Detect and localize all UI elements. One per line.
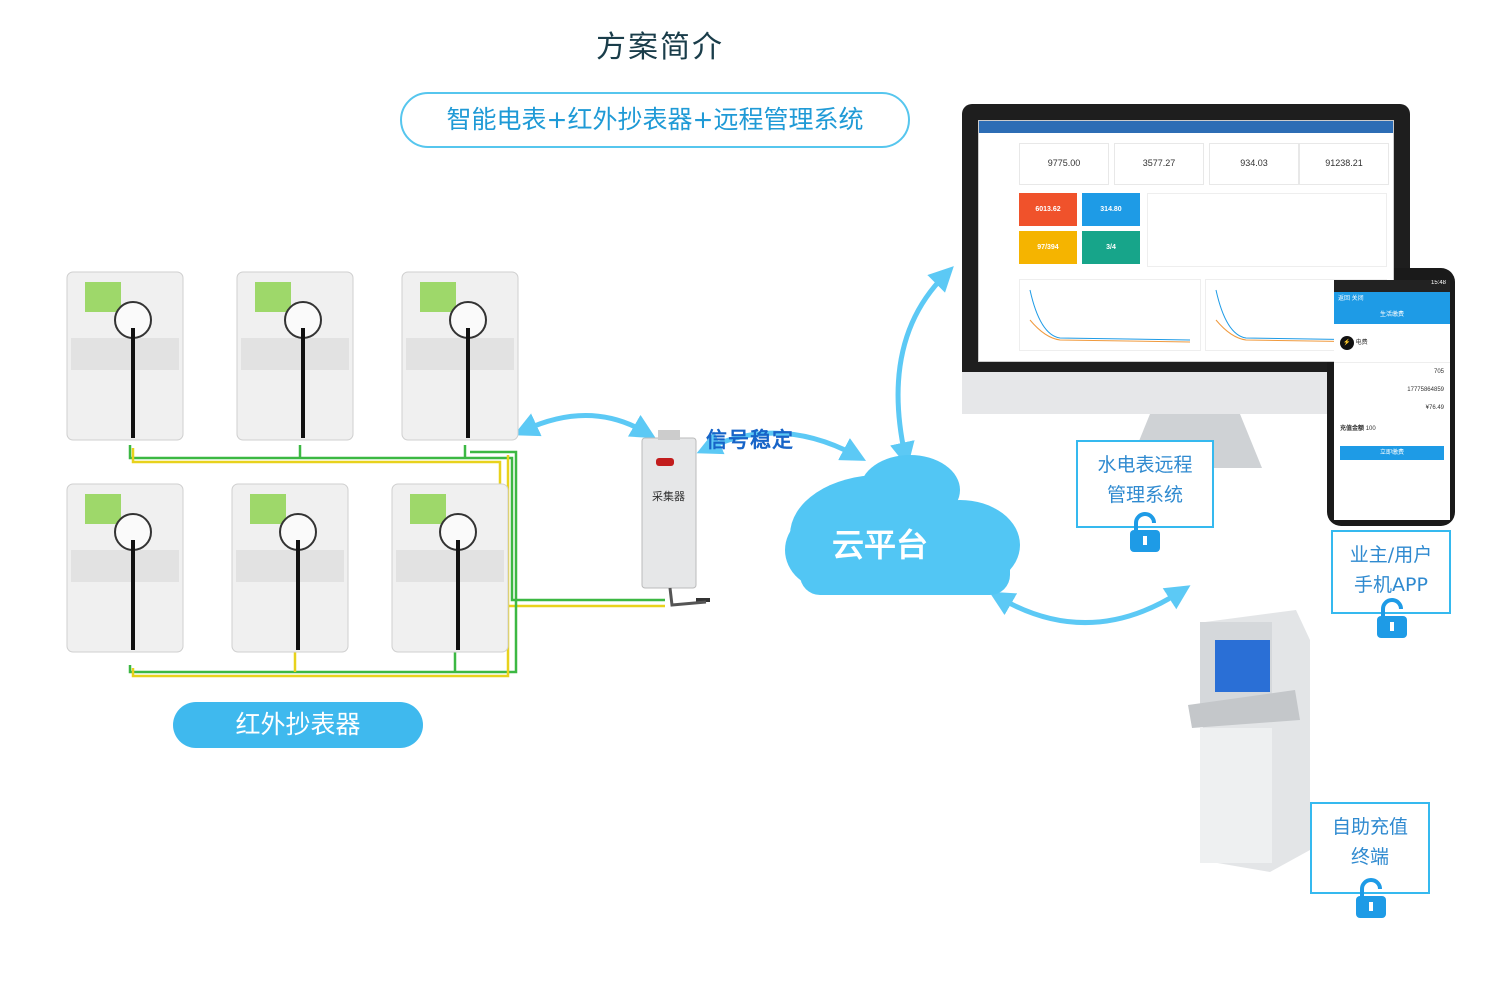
arrow-meters-collector xyxy=(513,413,656,439)
smart-meter xyxy=(235,268,355,441)
subtitle-pill: 智能电表+红外抄表器+远程管理系统 xyxy=(400,92,910,148)
phone-status: 15:48 xyxy=(1334,280,1450,292)
lightning-icon: ⚡ xyxy=(1340,336,1354,350)
phone-screen: 15:48 返回 关闭 生活缴费 ⚡ 电费 705 17775864859 ¥7… xyxy=(1334,280,1450,520)
phone-row: 705 xyxy=(1433,369,1444,375)
kiosk xyxy=(1188,610,1310,872)
dashboard-screen: 9775.00 3577.27 934.03 91238.21 6013.62 … xyxy=(978,120,1394,362)
cloud-shape xyxy=(785,455,1020,595)
phone-item-label: 电费 xyxy=(1355,340,1368,346)
phone-row: ¥76.49 xyxy=(1425,405,1444,411)
smart-meter xyxy=(390,480,510,653)
data-table xyxy=(1147,193,1387,267)
feature-line: 管理系统 xyxy=(1106,484,1183,506)
phone-number: 17775864859 xyxy=(1407,387,1444,393)
phone-amount-row: 充值金额 100 xyxy=(1334,417,1450,438)
kpi-card: 9775.00 xyxy=(1019,143,1109,185)
feature-line: 业主/用户 xyxy=(1349,544,1433,566)
smart-meter xyxy=(400,268,520,441)
line-chart-left xyxy=(1019,279,1201,351)
infrared-reader-label: 红外抄表器 xyxy=(173,702,423,748)
pay-button[interactable]: 立即缴费 xyxy=(1340,446,1444,460)
stat-tile: 3/4 xyxy=(1082,231,1140,264)
collector-device: 采集器 xyxy=(640,430,710,607)
arrow-collector-cloud xyxy=(696,430,867,461)
arrow-cloud-monitor xyxy=(890,266,954,468)
smart-meter xyxy=(65,480,185,653)
collector-label: 采集器 xyxy=(652,490,685,503)
feature-line: 终端 xyxy=(1350,846,1389,868)
stat-tile: 314.80 xyxy=(1082,193,1140,226)
smart-meter xyxy=(65,268,185,441)
amount-label: 充值金额 xyxy=(1340,426,1365,432)
feature-line: 手机APP xyxy=(1354,574,1428,596)
feature-line: 自助充值 xyxy=(1331,816,1408,838)
stat-tile: 6013.62 xyxy=(1019,193,1077,226)
lock-icon xyxy=(1354,878,1388,924)
dashboard-topbar xyxy=(979,121,1393,133)
stat-tile: 97/394 xyxy=(1019,231,1077,264)
cloud-platform-label: 云平台 xyxy=(831,526,928,564)
kpi-card: 91238.21 xyxy=(1299,143,1389,185)
signal-label: 信号稳定 xyxy=(706,428,794,452)
lock-icon xyxy=(1375,598,1409,644)
page-title: 方案简介 xyxy=(596,30,724,65)
smart-meter xyxy=(230,480,350,653)
lock-icon xyxy=(1128,512,1162,558)
feature-line: 水电表远程 xyxy=(1097,454,1193,476)
phone-header: 生活缴费 xyxy=(1334,306,1450,324)
phone-back[interactable]: 返回 关闭 xyxy=(1334,292,1450,306)
phone-item-electricity[interactable]: ⚡ 电费 xyxy=(1334,324,1450,363)
kpi-card: 3577.27 xyxy=(1114,143,1204,185)
arrow-cloud-kiosk xyxy=(989,585,1191,626)
amount-value[interactable]: 100 xyxy=(1365,426,1376,432)
kpi-card: 934.03 xyxy=(1209,143,1299,185)
